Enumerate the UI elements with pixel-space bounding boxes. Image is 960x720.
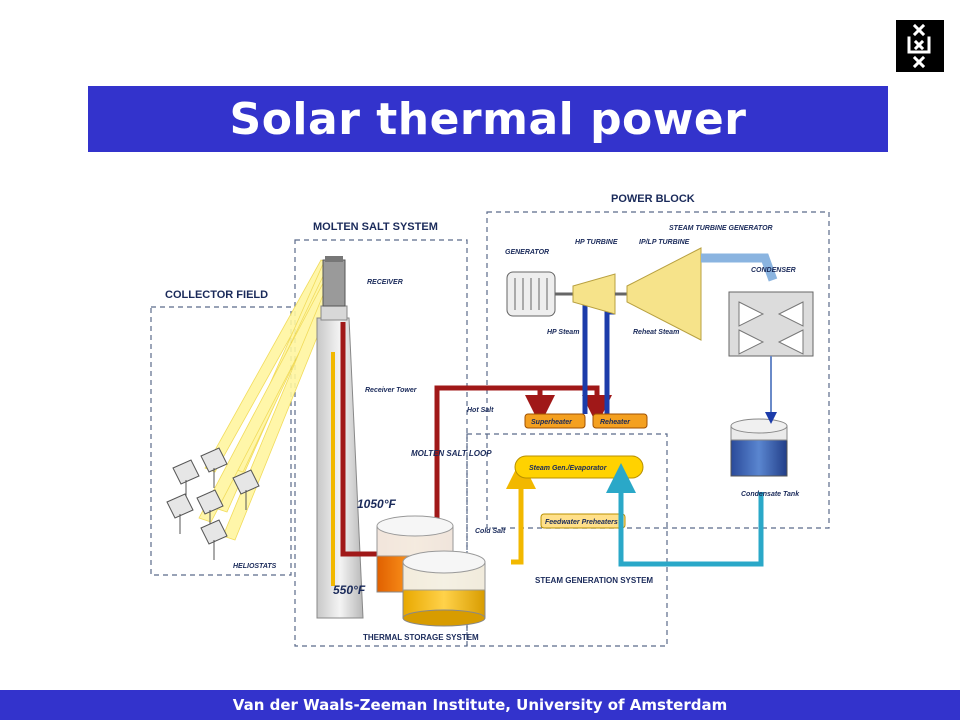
hot-salt-loop xyxy=(340,322,612,557)
hp-turbine-label: HP TURBINE xyxy=(575,239,618,246)
generator-label: GENERATOR xyxy=(505,249,549,256)
superheater-label: Superheater xyxy=(531,419,573,426)
footer-text: Van der Waals-Zeeman Institute, Universi… xyxy=(232,696,728,714)
steam-turbine-generator-label: STEAM TURBINE GENERATOR xyxy=(669,225,773,232)
receiver-tower-label: Receiver Tower xyxy=(365,387,418,394)
hot-salt-label: Hot Salt xyxy=(467,407,494,414)
condenser-label: CONDENSER xyxy=(751,267,796,274)
steam-gen-label: Steam Gen./Evaporator xyxy=(529,465,608,472)
receiver xyxy=(322,259,346,307)
reheater-label: Reheater xyxy=(600,419,631,426)
heliostats xyxy=(166,447,260,560)
collector-field-label: COLLECTOR FIELD xyxy=(165,289,268,301)
power-block-label: POWER BLOCK xyxy=(611,193,695,205)
hp-steam-label: HP Steam xyxy=(547,329,579,336)
cold-storage-tank xyxy=(402,550,486,627)
exhaust-duct xyxy=(701,253,778,282)
power-block-border xyxy=(486,211,830,529)
condensate-tank xyxy=(730,418,788,477)
thermal-storage-label: THERMAL STORAGE SYSTEM xyxy=(363,633,479,642)
hp-turbine xyxy=(572,273,616,315)
feedwater-preheaters xyxy=(540,513,626,529)
heliostats-label: HELIOSTATS xyxy=(233,563,277,570)
reheat-steam-label: Reheat Steam xyxy=(633,329,679,336)
receiver-tower xyxy=(316,317,364,619)
collector-field-border xyxy=(150,306,292,576)
iplp-turbine-label: IP/LP TURBINE xyxy=(639,239,690,246)
steam-generation-border xyxy=(466,433,668,647)
footer-bar: Van der Waals-Zeeman Institute, Universi… xyxy=(0,690,960,720)
molten-salt-system-border xyxy=(294,239,468,647)
receiver-label: RECEIVER xyxy=(367,279,403,286)
temp-cold-label: 550°F xyxy=(333,583,366,597)
solar-thermal-diagram: COLLECTOR FIELD MOLTEN SALT SYSTEM POWER… xyxy=(145,182,835,656)
steam-generation-label: STEAM GENERATION SYSTEM xyxy=(535,576,653,585)
molten-salt-system-label: MOLTEN SALT SYSTEM xyxy=(313,221,438,233)
feedwater-label: Feedwater Preheaters xyxy=(545,519,618,526)
title-banner: Solar thermal power xyxy=(88,86,888,152)
iplp-turbine xyxy=(626,247,702,341)
molten-salt-loop-label: MOLTEN SALT LOOP xyxy=(411,449,492,458)
condensate-tank-label: Condensate Tank xyxy=(741,491,800,498)
feedwater-loop xyxy=(606,463,764,567)
uva-logo-icon xyxy=(896,20,944,72)
page-title: Solar thermal power xyxy=(229,93,747,145)
cold-salt-label: Cold Salt xyxy=(475,528,506,535)
cold-salt-loop xyxy=(331,352,536,586)
reheater xyxy=(592,413,648,429)
superheater xyxy=(524,413,586,429)
temp-hot-label: 1050°F xyxy=(357,497,396,511)
